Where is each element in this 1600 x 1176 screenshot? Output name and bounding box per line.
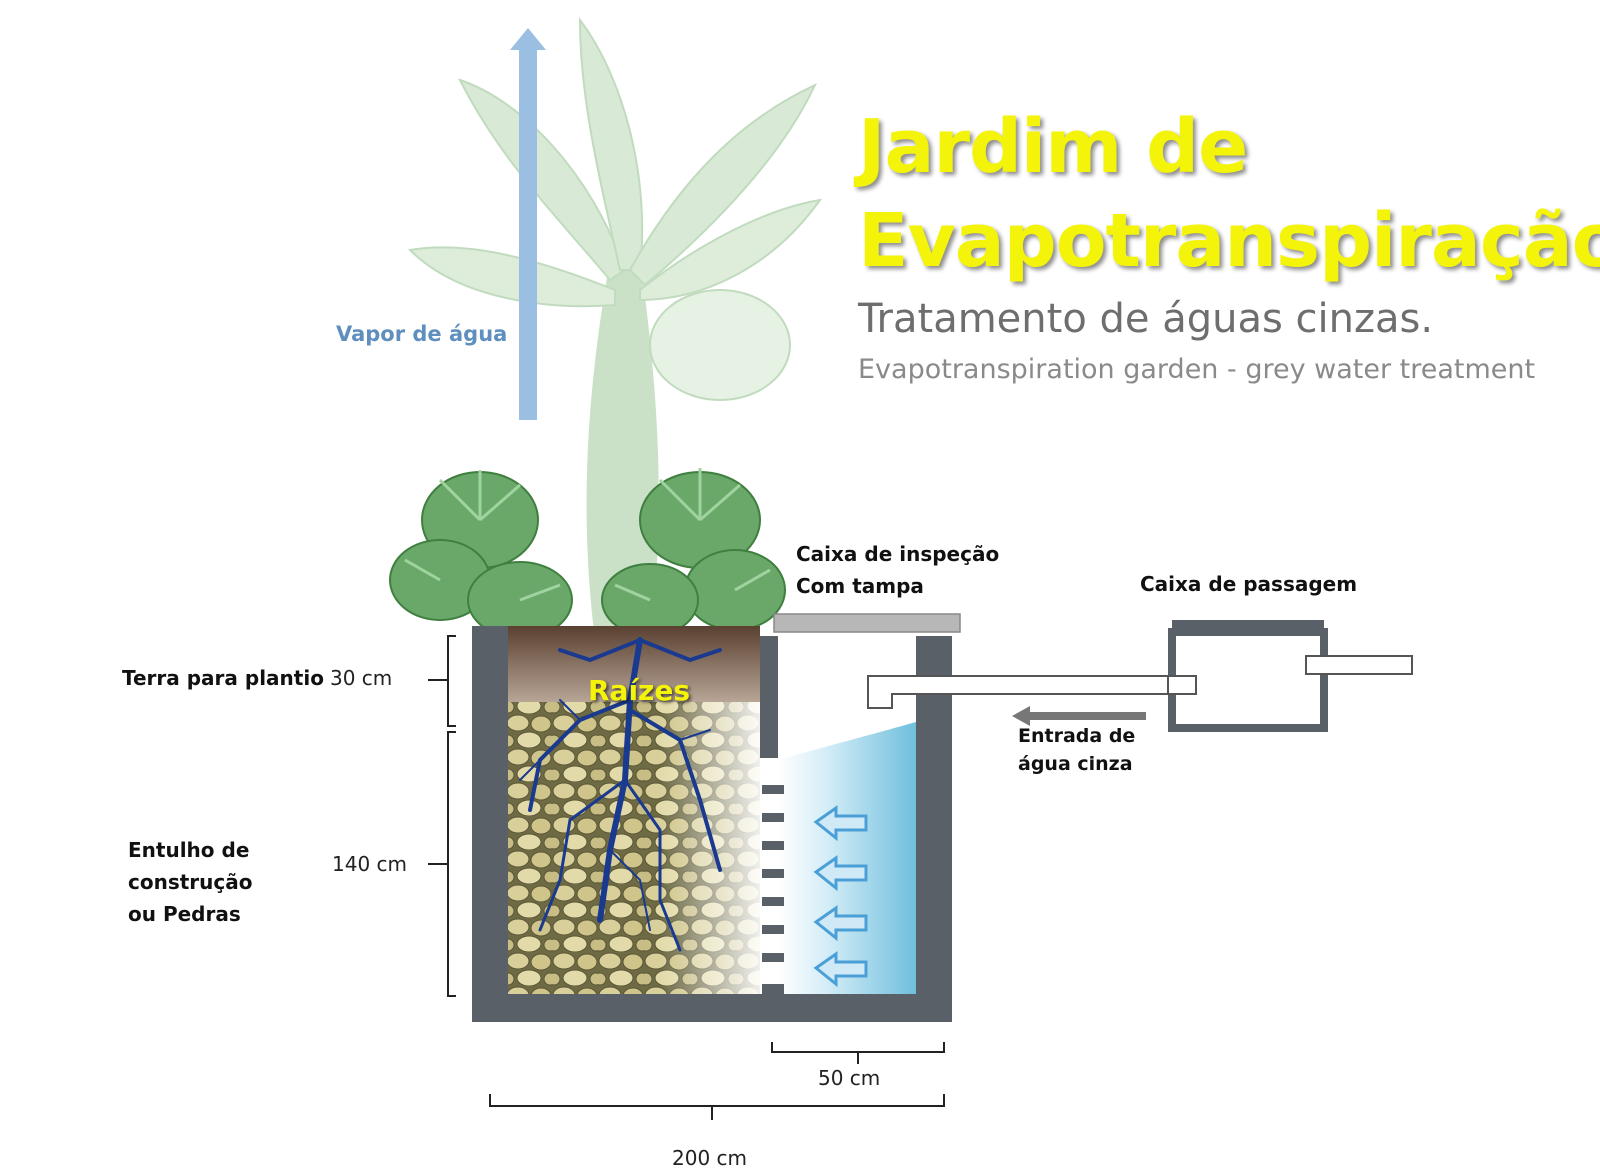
- roots-label: Raízes: [588, 674, 691, 707]
- soil-label: Terra para plantio: [122, 666, 324, 690]
- soil-depth-label: 30 cm: [330, 666, 393, 690]
- banana-plant-illustration: [407, 16, 823, 640]
- dimension-brackets: [428, 635, 945, 1120]
- rubble-label-line-1: Entulho de: [128, 838, 250, 862]
- rubble-depth-label: 140 cm: [332, 852, 408, 876]
- rubble-label-line-3: ou Pedras: [128, 902, 241, 926]
- rubble-label-line-2: construção: [128, 870, 253, 894]
- title-line-1: Jardim de: [858, 104, 1248, 190]
- passage-box-label: Caixa de passagem: [1140, 572, 1358, 596]
- monstera-plants-illustration: [389, 468, 786, 639]
- inlet-label-line-1: Entrada de: [1018, 725, 1136, 747]
- arrow-left-icon: [813, 805, 868, 988]
- inspection-width-label: 50 cm: [818, 1066, 881, 1090]
- slotted-partition: [762, 785, 784, 996]
- arrow-left-icon: [1012, 706, 1146, 726]
- tank-walls: [472, 626, 952, 1022]
- title-block: Jardim de Evapotranspiração Tratamento d…: [858, 100, 1600, 385]
- inspection-box-label-line-1: Caixa de inspeção: [796, 542, 1000, 566]
- vapor-label: Vapor de água: [336, 322, 508, 346]
- inlet-label-line-2: água cinza: [1018, 753, 1133, 775]
- arrow-up-icon: [510, 28, 546, 420]
- subtitle: Tratamento de águas cinzas.: [858, 296, 1434, 342]
- inspection-box-label-line-2: Com tampa: [796, 574, 924, 598]
- total-width-label: 200 cm: [672, 1146, 748, 1170]
- title-line-2: Evapotranspiração: [858, 198, 1600, 284]
- english-subtitle: Evapotranspiration garden - grey water t…: [858, 354, 1536, 385]
- water-body: [778, 722, 916, 994]
- inspection-lid: [773, 613, 961, 633]
- roots-illustration: [519, 637, 722, 952]
- passage-box: [1167, 620, 1413, 732]
